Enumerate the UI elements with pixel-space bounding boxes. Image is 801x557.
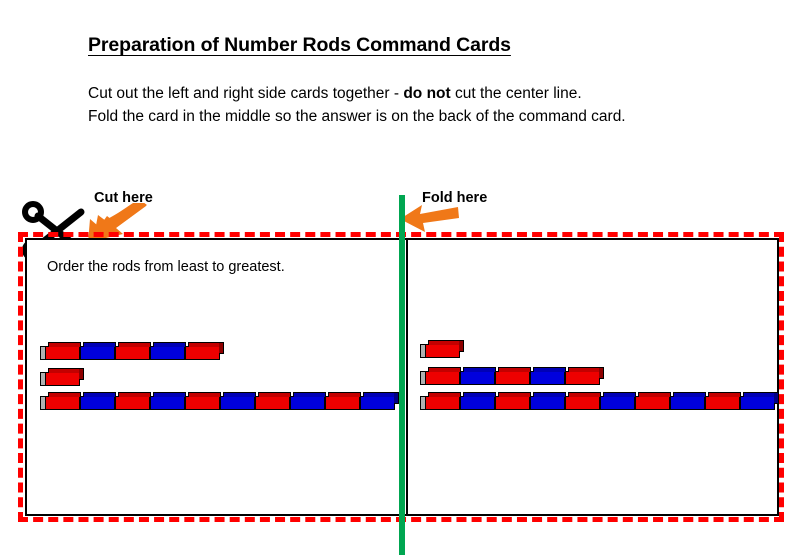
instruction-line-1-prefix: Cut out the left and right side cards to… bbox=[88, 85, 404, 102]
number-rod-right-rod-5 bbox=[420, 371, 600, 385]
number-rod-right-rod-10 bbox=[420, 396, 775, 410]
number-rod-right-rod-1 bbox=[420, 344, 460, 358]
rod-segment-red bbox=[705, 396, 740, 410]
fold-line bbox=[399, 195, 405, 555]
arrow-left-icon bbox=[400, 205, 459, 232]
instructions-block: Cut out the left and right side cards to… bbox=[88, 82, 626, 128]
rod-segment-red bbox=[565, 396, 600, 410]
rod-segment-red bbox=[115, 396, 150, 410]
instruction-line-1-emphasis: do not bbox=[403, 85, 451, 102]
rod-segment-blue bbox=[220, 396, 255, 410]
rod-segment-blue bbox=[80, 346, 115, 360]
rod-segment-blue bbox=[80, 396, 115, 410]
rod-segment-red bbox=[635, 396, 670, 410]
rod-segment-red bbox=[425, 371, 460, 385]
number-rod-left-rod-10 bbox=[40, 396, 395, 410]
rod-segment-blue bbox=[460, 371, 495, 385]
rod-segment-red bbox=[565, 371, 600, 385]
rod-segment-red bbox=[185, 346, 220, 360]
rod-segment-red bbox=[325, 396, 360, 410]
instruction-line-2: Fold the card in the middle so the answe… bbox=[88, 108, 626, 125]
rod-segment-blue bbox=[290, 396, 325, 410]
number-rod-left-rod-5 bbox=[40, 346, 220, 360]
rod-segment-red bbox=[495, 371, 530, 385]
rod-segment-blue bbox=[600, 396, 635, 410]
rod-segment-blue bbox=[460, 396, 495, 410]
rod-segment-blue bbox=[530, 371, 565, 385]
cut-here-label: Cut here bbox=[94, 190, 153, 206]
rod-segment-red bbox=[45, 396, 80, 410]
rod-segment-red bbox=[495, 396, 530, 410]
rod-segment-red bbox=[185, 396, 220, 410]
rod-segment-blue bbox=[670, 396, 705, 410]
rod-segment-blue bbox=[530, 396, 565, 410]
rod-segment-red bbox=[255, 396, 290, 410]
rod-segment-blue bbox=[740, 396, 775, 410]
rod-segment-red bbox=[45, 372, 80, 386]
instruction-line-1-suffix: cut the center line. bbox=[450, 85, 582, 102]
rod-segment-blue bbox=[360, 396, 395, 410]
rod-segment-red bbox=[45, 346, 80, 360]
instruction-line-1: Cut out the left and right side cards to… bbox=[88, 82, 626, 105]
rod-segment-red bbox=[425, 344, 460, 358]
rod-segment-red bbox=[115, 346, 150, 360]
number-rod-left-rod-1 bbox=[40, 372, 80, 386]
card-center-divider bbox=[406, 238, 408, 516]
page-title: Preparation of Number Rods Command Cards bbox=[88, 34, 511, 56]
card-prompt-text: Order the rods from least to greatest. bbox=[47, 259, 285, 275]
rod-segment-blue bbox=[150, 396, 185, 410]
fold-here-label: Fold here bbox=[422, 190, 488, 206]
rod-segment-blue bbox=[150, 346, 185, 360]
rod-segment-red bbox=[425, 396, 460, 410]
